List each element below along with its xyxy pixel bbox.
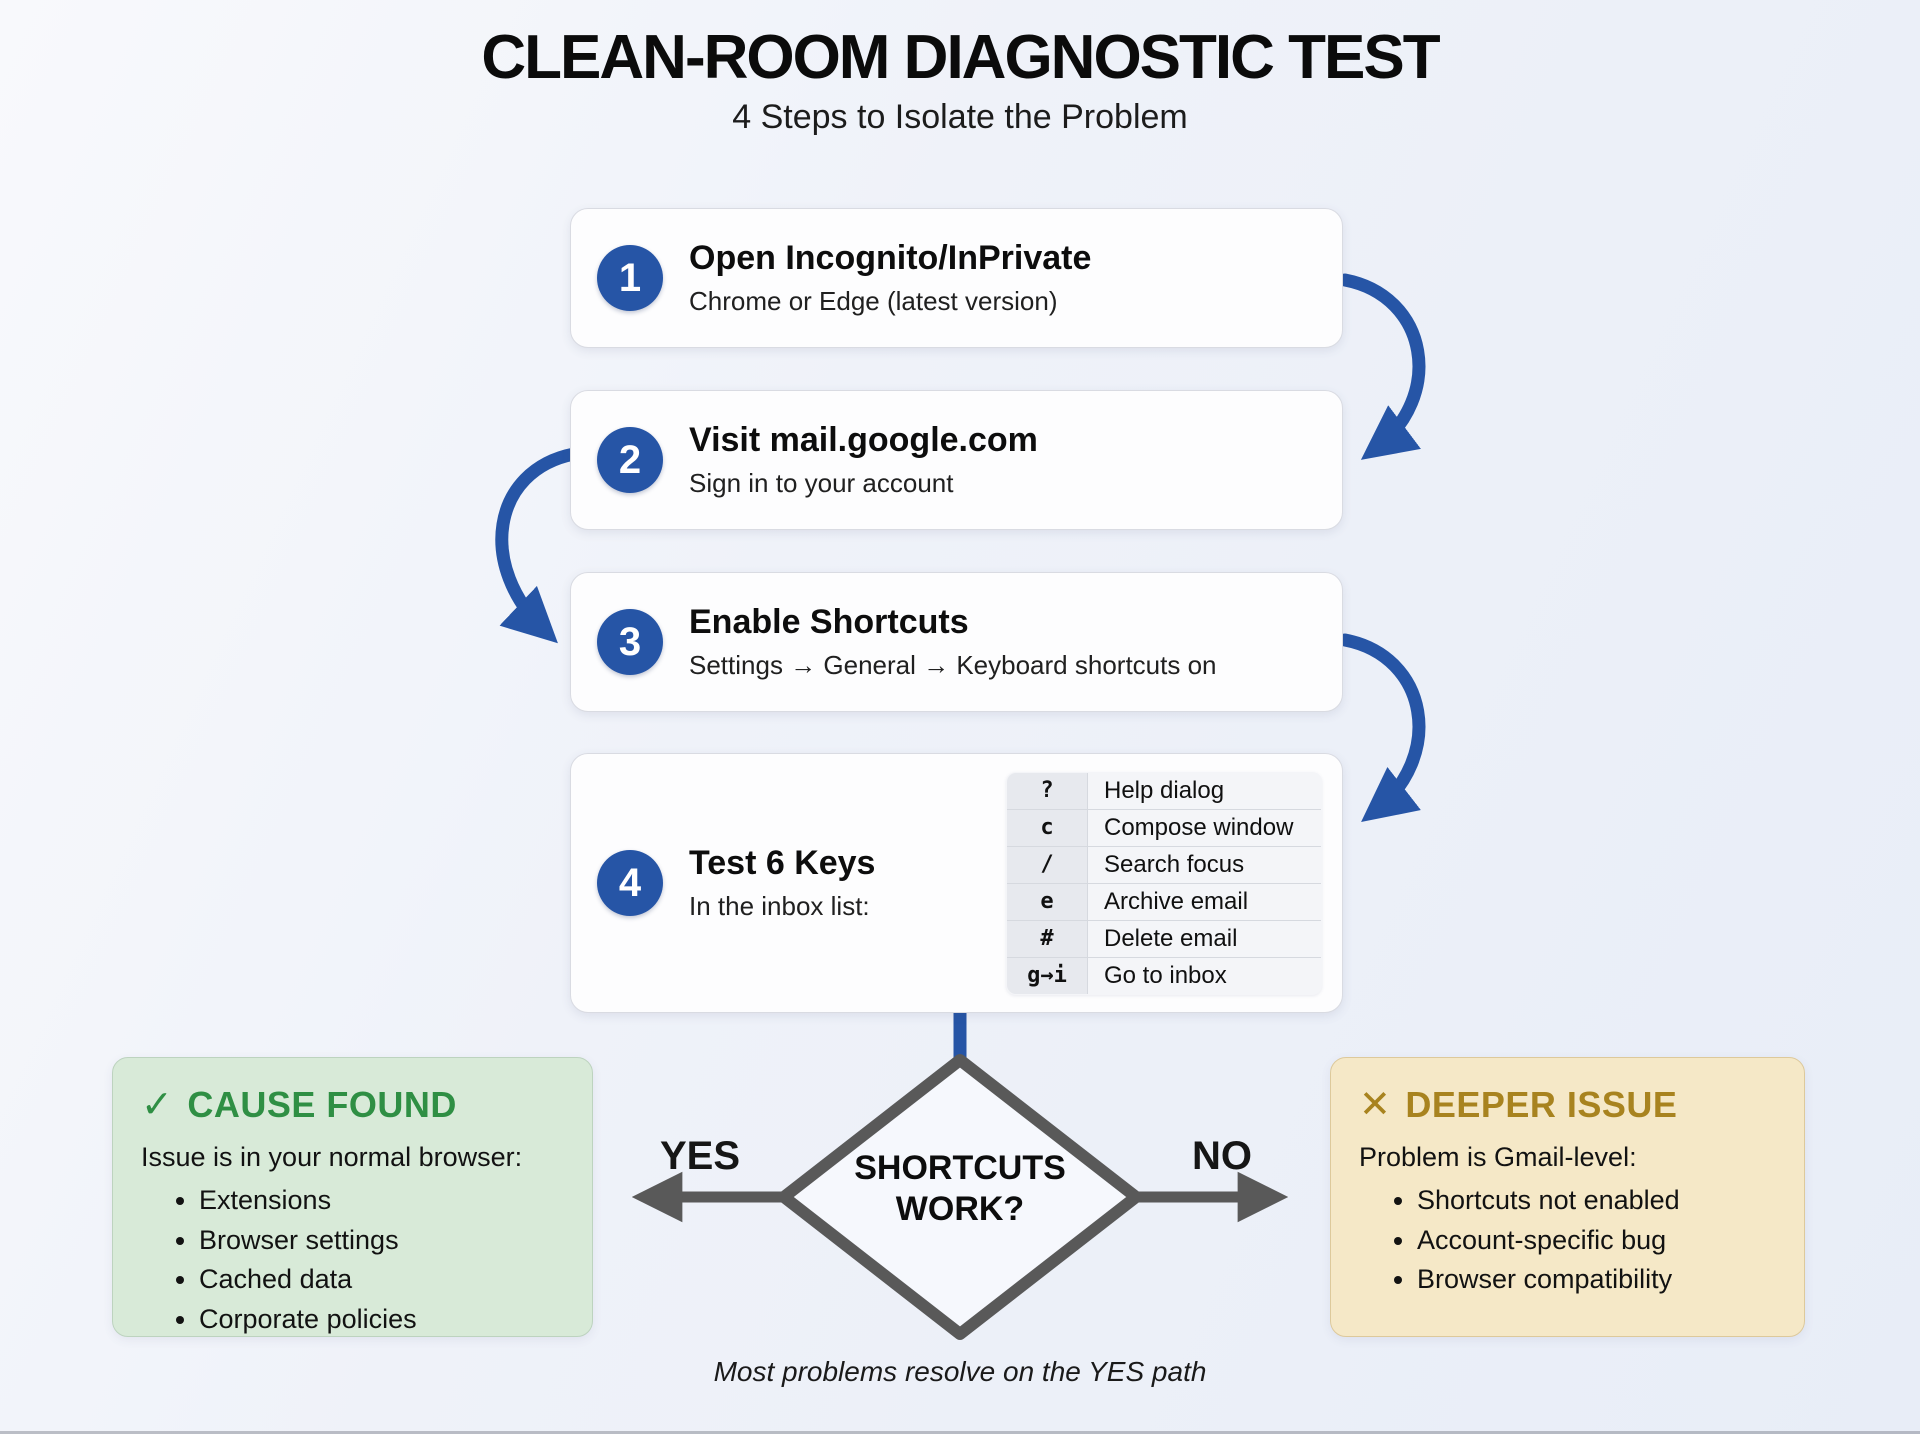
shortcut-key: e bbox=[1007, 882, 1088, 920]
step-text: Open Incognito/InPrivate Chrome or Edge … bbox=[689, 239, 1091, 316]
step-subtitle: Sign in to your account bbox=[689, 467, 954, 498]
shortcut-row: # Delete email bbox=[1007, 919, 1321, 957]
step-title: Enable Shortcuts bbox=[689, 603, 969, 642]
decision-question-line2: WORK? bbox=[895, 1190, 1025, 1229]
shortcut-key: ? bbox=[1007, 772, 1088, 809]
step-number-badge: 1 bbox=[597, 245, 663, 311]
shortcut-row: c Compose window bbox=[1007, 808, 1321, 846]
deeper-issue-title: DEEPER ISSUE bbox=[1405, 1084, 1678, 1125]
cross-icon: ✕ bbox=[1359, 1084, 1392, 1126]
deeper-issue-heading: ✕ DEEPER ISSUE bbox=[1359, 1084, 1776, 1126]
deeper-issue-box: ✕ DEEPER ISSUE Problem is Gmail-level: S… bbox=[1330, 1057, 1805, 1337]
decision-question-line1: SHORTCUTS bbox=[854, 1149, 1066, 1187]
list-item: Browser settings bbox=[199, 1223, 564, 1258]
footer-note: Most problems resolve on the YES path bbox=[713, 1356, 1207, 1387]
step-number-badge: 3 bbox=[597, 609, 663, 675]
shortcut-key: g→i bbox=[1007, 956, 1088, 994]
shortcut-action: Search focus bbox=[1087, 845, 1321, 883]
step-title: Test 6 Keys bbox=[689, 844, 876, 883]
step-number-badge: 2 bbox=[597, 427, 663, 493]
no-branch-label: NO bbox=[1192, 1134, 1252, 1178]
shortcut-row: e Archive email bbox=[1007, 882, 1321, 920]
check-icon: ✓ bbox=[141, 1084, 174, 1126]
bottom-edge-divider bbox=[0, 1431, 1920, 1434]
deeper-issue-list: Shortcuts not enabled Account-specific b… bbox=[1359, 1183, 1776, 1297]
shortcut-action: Go to inbox bbox=[1087, 956, 1321, 994]
step-title: Visit mail.google.com bbox=[689, 421, 1038, 460]
decision-question: SHORTCUTS WORK? bbox=[810, 1148, 1110, 1231]
step-subtitle: In the inbox list: bbox=[689, 890, 870, 921]
shortcut-row: ? Help dialog bbox=[1007, 772, 1321, 809]
step-text: Test 6 Keys In the inbox list: bbox=[689, 844, 875, 921]
shortcut-key: c bbox=[1007, 808, 1088, 846]
list-item: Shortcuts not enabled bbox=[1417, 1183, 1776, 1218]
shortcut-key: # bbox=[1007, 919, 1088, 957]
arc-step1-to-step2 bbox=[1338, 273, 1426, 460]
step-subtitle: Settings → General → Keyboard shortcuts … bbox=[689, 649, 1217, 680]
list-item: Extensions bbox=[199, 1183, 564, 1218]
step-subtitle: Chrome or Edge (latest version) bbox=[689, 285, 1058, 316]
cause-found-box: ✓ CAUSE FOUND Issue is in your normal br… bbox=[112, 1057, 593, 1337]
list-item: Browser compatibility bbox=[1417, 1262, 1776, 1297]
step-card-2: 2 Visit mail.google.com Sign in to your … bbox=[570, 390, 1343, 530]
step-card-4: 4 Test 6 Keys In the inbox list: ? Help … bbox=[570, 753, 1343, 1013]
shortcut-action: Compose window bbox=[1087, 808, 1321, 846]
shortcut-key: / bbox=[1007, 845, 1088, 883]
cause-found-heading: ✓ CAUSE FOUND bbox=[141, 1084, 564, 1126]
cause-found-title: CAUSE FOUND bbox=[187, 1084, 457, 1125]
arc-step3-to-step4 bbox=[1338, 633, 1426, 823]
shortcut-table: ? Help dialog c Compose window / Search … bbox=[1006, 771, 1322, 995]
list-item: Account-specific bug bbox=[1417, 1223, 1776, 1258]
page-subtitle: 4 Steps to Isolate the Problem bbox=[732, 98, 1188, 136]
shortcut-action: Delete email bbox=[1087, 919, 1321, 957]
shortcut-row: / Search focus bbox=[1007, 845, 1321, 883]
step-title: Open Incognito/InPrivate bbox=[689, 239, 1092, 278]
page-title: CLEAN-ROOM DIAGNOSTIC TEST bbox=[481, 23, 1440, 92]
shortcut-action: Help dialog bbox=[1087, 772, 1321, 809]
shortcut-row: g→i Go to inbox bbox=[1007, 956, 1321, 994]
cause-found-list: Extensions Browser settings Cached data … bbox=[141, 1183, 564, 1336]
deeper-issue-lead: Problem is Gmail-level: bbox=[1359, 1142, 1637, 1172]
step-card-1: 1 Open Incognito/InPrivate Chrome or Edg… bbox=[570, 208, 1343, 348]
cause-found-lead: Issue is in your normal browser: bbox=[141, 1142, 523, 1172]
list-item: Cached data bbox=[199, 1262, 564, 1297]
yes-branch-label: YES bbox=[659, 1134, 741, 1178]
step-text: Visit mail.google.com Sign in to your ac… bbox=[689, 421, 1038, 498]
arc-step2-to-step3 bbox=[495, 447, 581, 644]
step-text: Enable Shortcuts Settings → General → Ke… bbox=[689, 603, 1217, 680]
shortcut-action: Archive email bbox=[1087, 882, 1321, 920]
step-card-3: 3 Enable Shortcuts Settings → General → … bbox=[570, 572, 1343, 712]
list-item: Corporate policies bbox=[199, 1302, 564, 1337]
step-number-badge: 4 bbox=[597, 850, 663, 916]
